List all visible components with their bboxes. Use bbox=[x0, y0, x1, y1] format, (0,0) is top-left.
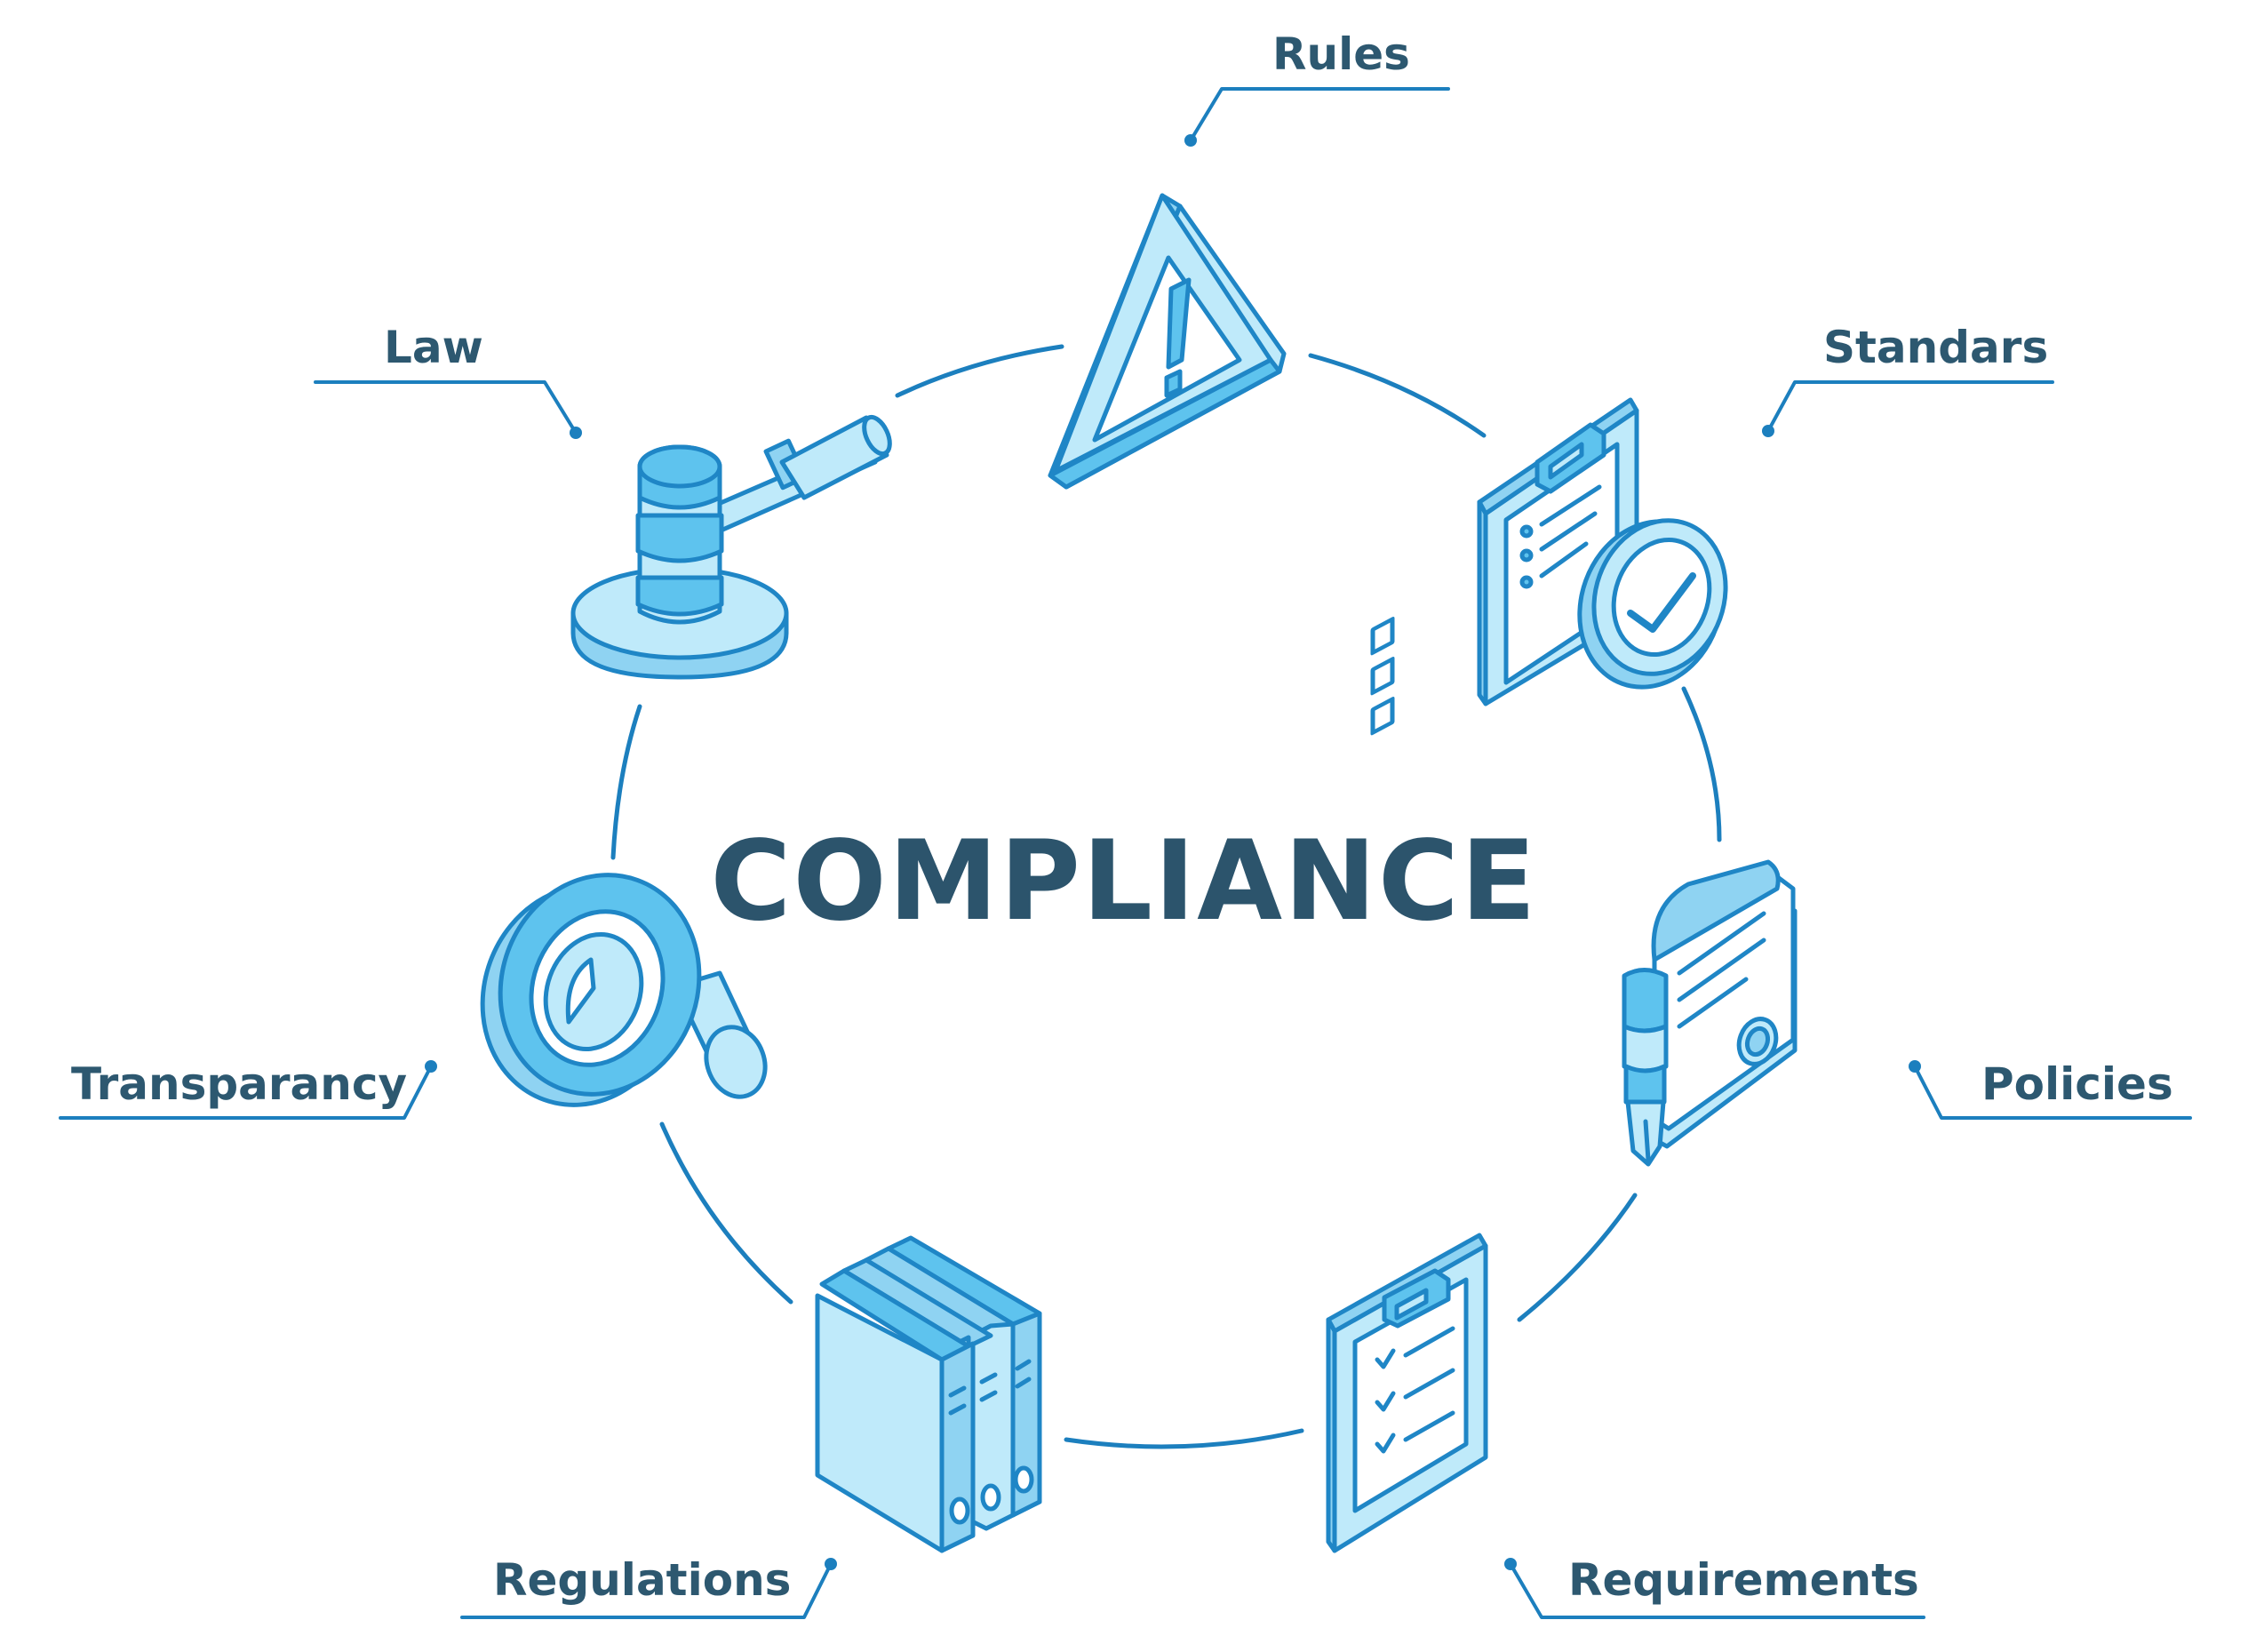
label-requirements: Requirements bbox=[1568, 1554, 1919, 1606]
leader-dot bbox=[825, 1558, 837, 1570]
ring-arc bbox=[1681, 686, 1722, 842]
leader-regulations bbox=[460, 1562, 833, 1619]
ring bbox=[610, 344, 1722, 1449]
leader-law bbox=[314, 380, 578, 435]
leader-transparancy bbox=[59, 1065, 433, 1120]
ring-arc bbox=[610, 704, 642, 860]
leader-standars bbox=[1766, 380, 2054, 433]
ring-arc bbox=[1308, 353, 1487, 438]
label-regulations: Regulations bbox=[493, 1554, 792, 1606]
label-law: Law bbox=[384, 322, 483, 373]
label-transparancy: Transparancy bbox=[71, 1058, 408, 1110]
leader-dot bbox=[1909, 1060, 1921, 1073]
checklist-icon bbox=[1326, 616, 1488, 1553]
leader-dot bbox=[1184, 134, 1197, 147]
gavel-icon bbox=[570, 414, 892, 680]
label-standars: Standars bbox=[1823, 322, 2049, 373]
ring-arc bbox=[1064, 1428, 1304, 1449]
leader-rules bbox=[1189, 87, 1450, 142]
warning-triangle-icon bbox=[1048, 193, 1287, 490]
leader-dot bbox=[1762, 425, 1774, 437]
leader-dot bbox=[570, 427, 582, 439]
center-title: COMPLIANCE bbox=[710, 818, 1538, 946]
leader-policies bbox=[1913, 1065, 2192, 1120]
leader-requirements bbox=[1509, 1562, 1925, 1619]
leader-dot bbox=[425, 1060, 437, 1073]
leaders bbox=[59, 87, 2192, 1619]
ring-arc bbox=[1517, 1193, 1638, 1322]
ring-arc bbox=[895, 344, 1064, 398]
magnifier-icon bbox=[480, 873, 768, 1107]
ring-arc bbox=[659, 1121, 793, 1305]
certificate-pen-icon bbox=[1622, 859, 1798, 1167]
binders-icon bbox=[815, 1235, 1042, 1553]
clipboard-checkmark-icon bbox=[1477, 397, 1728, 706]
leader-dot bbox=[1504, 1558, 1517, 1570]
label-policies: Policies bbox=[1981, 1058, 2173, 1110]
label-rules: Rules bbox=[1272, 28, 1410, 80]
